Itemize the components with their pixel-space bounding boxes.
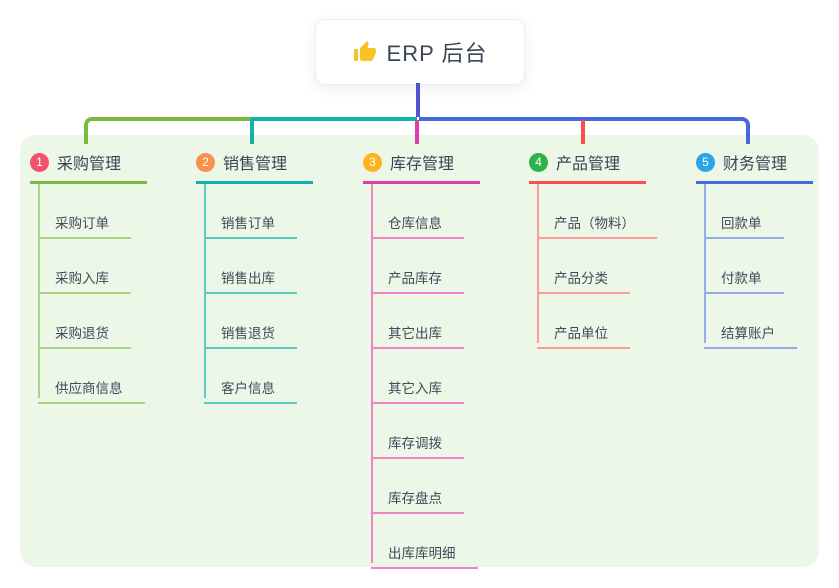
- connector-branch-2: [250, 117, 417, 144]
- thumbs-up-icon: [353, 40, 377, 64]
- branch-label: 财务管理: [723, 156, 788, 173]
- child-node[interactable]: 采购入库: [38, 267, 131, 294]
- root-node[interactable]: ERP 后台: [315, 19, 525, 85]
- child-row: 产品库存: [363, 239, 503, 294]
- child-row: 销售订单: [196, 184, 336, 239]
- connector-branch-3: [415, 120, 419, 144]
- branch-children: 产品（物料） 产品分类产品单位: [529, 184, 669, 349]
- child-node[interactable]: 结算账户: [704, 322, 797, 349]
- branch-trunk-line: [204, 184, 206, 398]
- branch-children: 采购订单采购入库采购退货供应商信息: [30, 184, 170, 404]
- branch-number-badge: 3: [363, 152, 382, 172]
- child-row: 供应商信息: [30, 349, 170, 404]
- child-node[interactable]: 采购订单: [38, 212, 131, 239]
- connector-branch-1: [84, 117, 252, 144]
- child-row: 产品单位: [529, 294, 669, 349]
- child-row: 采购入库: [30, 239, 170, 294]
- child-row: 销售退货: [196, 294, 336, 349]
- child-row: 其它入库: [363, 349, 503, 404]
- branch-title[interactable]: 5 财务管理: [696, 147, 813, 184]
- child-node[interactable]: 采购退货: [38, 322, 131, 349]
- child-node[interactable]: 回款单: [704, 212, 784, 239]
- child-node[interactable]: 销售订单: [204, 212, 297, 239]
- child-row: 产品（物料）: [529, 184, 669, 239]
- branch-2: 2 销售管理销售订单销售出库销售退货客户信息: [196, 147, 336, 404]
- child-row: 采购订单: [30, 184, 170, 239]
- branch-title[interactable]: 1 采购管理: [30, 147, 147, 184]
- branch-4: 4 产品管理产品（物料） 产品分类产品单位: [529, 147, 669, 349]
- branch-3: 3 库存管理仓库信息产品库存其它出库其它入库库存调拨库存盘点出库库明细: [363, 147, 503, 569]
- child-row: 库存盘点: [363, 459, 503, 514]
- child-node[interactable]: 产品（物料）: [537, 212, 657, 239]
- branch-label: 采购管理: [57, 156, 122, 173]
- connector-branch-5: [419, 117, 750, 144]
- child-row: 结算账户: [696, 294, 836, 349]
- branch-number-badge: 5: [696, 152, 715, 172]
- child-row: 库存调拨: [363, 404, 503, 459]
- branch-number-badge: 2: [196, 152, 215, 172]
- child-node[interactable]: 销售出库: [204, 267, 297, 294]
- branch-5: 5 财务管理回款单付款单结算账户: [696, 147, 836, 349]
- branch-label: 销售管理: [223, 156, 288, 173]
- branch-1: 1 采购管理采购订单采购入库采购退货供应商信息: [30, 147, 170, 404]
- branch-trunk-line: [371, 184, 373, 563]
- child-node[interactable]: 销售退货: [204, 322, 297, 349]
- child-node[interactable]: 产品分类: [537, 267, 630, 294]
- child-node[interactable]: 客户信息: [204, 377, 297, 404]
- child-node[interactable]: 库存调拨: [371, 432, 464, 459]
- branches-panel: [20, 135, 819, 567]
- child-row: 回款单: [696, 184, 836, 239]
- child-node[interactable]: 仓库信息: [371, 212, 464, 239]
- child-row: 仓库信息: [363, 184, 503, 239]
- branch-trunk-line: [537, 184, 539, 343]
- branch-children: 仓库信息产品库存其它出库其它入库库存调拨库存盘点出库库明细: [363, 184, 503, 569]
- child-row: 产品分类: [529, 239, 669, 294]
- branch-number-badge: 1: [30, 152, 49, 172]
- child-node[interactable]: 库存盘点: [371, 487, 464, 514]
- branch-children: 销售订单销售出库销售退货客户信息: [196, 184, 336, 404]
- child-node[interactable]: 其它入库: [371, 377, 464, 404]
- child-node[interactable]: 付款单: [704, 267, 784, 294]
- connector-branch-4: [581, 120, 585, 144]
- branch-title[interactable]: 3 库存管理: [363, 147, 480, 184]
- child-node[interactable]: 出库库明细: [371, 542, 478, 569]
- child-node[interactable]: 产品库存: [371, 267, 464, 294]
- child-node[interactable]: 供应商信息: [38, 377, 145, 404]
- child-row: 销售出库: [196, 239, 336, 294]
- root-label: ERP 后台: [386, 41, 488, 66]
- branch-title[interactable]: 4 产品管理: [529, 147, 646, 184]
- child-row: 客户信息: [196, 349, 336, 404]
- branch-trunk-line: [38, 184, 40, 398]
- child-node[interactable]: 其它出库: [371, 322, 464, 349]
- branch-children: 回款单付款单结算账户: [696, 184, 836, 349]
- child-node[interactable]: 产品单位: [537, 322, 630, 349]
- branch-label: 产品管理: [556, 156, 621, 173]
- child-row: 采购退货: [30, 294, 170, 349]
- branch-number-badge: 4: [529, 152, 548, 172]
- connector-root-stem: [416, 83, 420, 117]
- child-row: 其它出库: [363, 294, 503, 349]
- branch-trunk-line: [704, 184, 706, 343]
- branch-title[interactable]: 2 销售管理: [196, 147, 313, 184]
- branch-label: 库存管理: [390, 156, 455, 173]
- child-row: 付款单: [696, 239, 836, 294]
- child-row: 出库库明细: [363, 514, 503, 569]
